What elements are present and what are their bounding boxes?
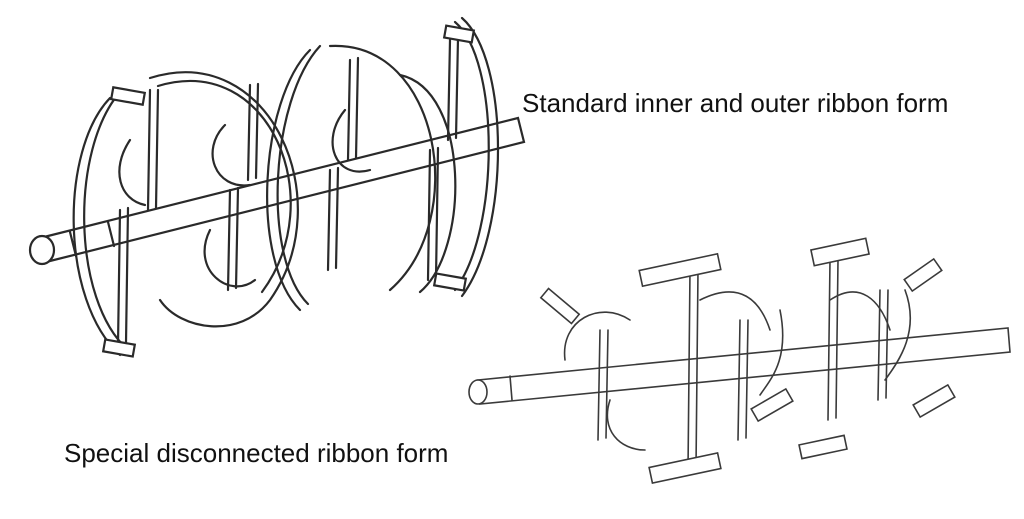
agitator-b-shaft [468,327,1011,405]
special-ribbon-agitator [468,237,1011,485]
agitator-a-outer-ribbon [72,16,500,357]
agitator-a-shaft [28,116,526,266]
agitator-a-arms [116,36,460,347]
agitator-b-ribbon-segments [563,289,912,451]
caption-special-ribbon: Special disconnected ribbon form [64,438,449,468]
agitator-b-arms [597,259,889,471]
caption-standard-ribbon: Standard inner and outer ribbon form [522,88,949,118]
agitator-b-paddle-tabs [539,237,956,485]
standard-ribbon-agitator [28,16,526,358]
agitator-a-end-tabs [101,24,476,358]
agitator-a-inner-ribbon [118,108,372,288]
